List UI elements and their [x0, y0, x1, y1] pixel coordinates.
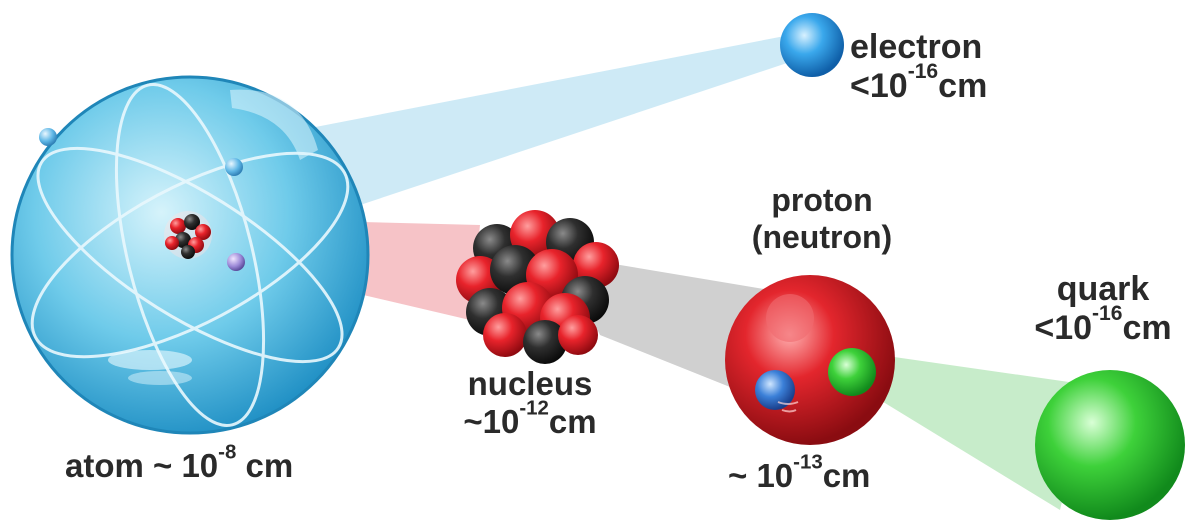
atom-label: atom ~ 10-8 cm [65, 442, 294, 485]
nucleus-cluster [456, 210, 619, 364]
nucleus-size-unit: cm [548, 402, 597, 440]
electron-size-exp: -16 [907, 60, 939, 84]
electron-label: electron <10-16cm [850, 28, 987, 106]
atom-size-exp: -8 [218, 440, 237, 464]
quark-size-unit: cm [1122, 309, 1172, 348]
quark-label: quark <10-16cm [1018, 270, 1188, 348]
proton-label: proton (neutron) [722, 182, 922, 256]
quark-size-exp: -16 [1092, 302, 1123, 326]
proton-name: proton [771, 182, 873, 218]
electron-name: electron [850, 28, 983, 66]
beam-electron [300, 35, 790, 215]
nucleus-name: nucleus [467, 365, 593, 402]
proton-sphere [725, 275, 895, 445]
electron-size-prefix: <10 [850, 67, 908, 106]
proton-size-prefix: ~ 10 [728, 457, 794, 494]
proton-size-unit: cm [822, 457, 871, 494]
quark-size-prefix: <10 [1034, 309, 1093, 348]
quark-size: <10-16cm [1018, 303, 1188, 348]
quark-name: quark [1056, 270, 1150, 308]
electron-sphere [780, 13, 844, 77]
atom-size-prefix: atom ~ 10 [65, 447, 219, 484]
electron-size: <10-16cm [850, 61, 988, 106]
proton-size-label: ~ 10-13cm [728, 452, 871, 495]
proton-size-exp: -13 [793, 450, 823, 474]
quark-sphere [1035, 370, 1185, 520]
atom-size-unit: cm [236, 447, 294, 484]
proton-alt-name: (neutron) [751, 218, 893, 255]
beam-quark [845, 350, 1090, 510]
nucleus-size-prefix: ~10 [463, 402, 520, 440]
electron-size-unit: cm [938, 67, 988, 106]
beam-proton [560, 255, 770, 395]
nucleus-label: nucleus ~10-12cm [420, 365, 640, 441]
nucleus-size: ~10-12cm [420, 398, 640, 441]
nucleus-size-exp: -12 [519, 396, 549, 420]
atom-nucleus-small [164, 211, 212, 259]
